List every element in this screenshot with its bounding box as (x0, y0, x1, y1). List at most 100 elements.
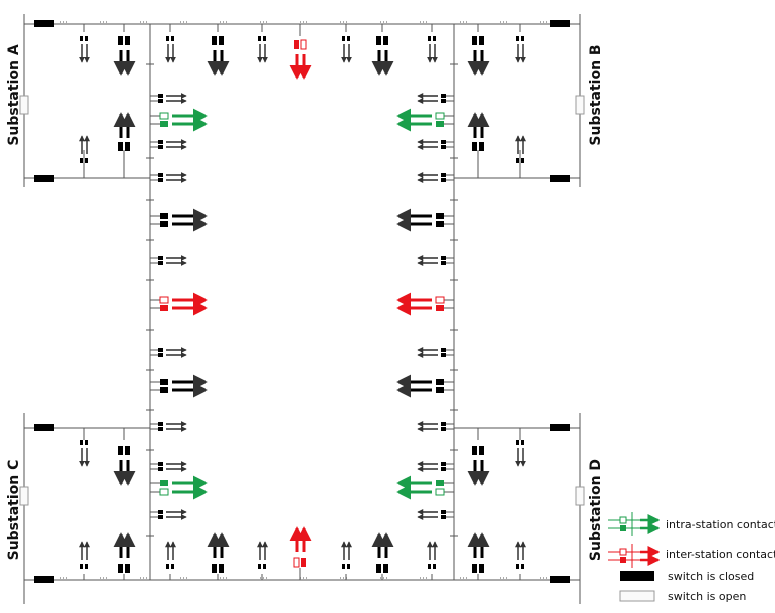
right-tap-24-switch (441, 510, 446, 514)
right-tap-15-switch (441, 353, 446, 357)
substation-a-label: Substation A (6, 44, 22, 145)
substation-breaker-5 (34, 576, 54, 583)
right-tap-21-switch (441, 467, 446, 471)
top-branch-4-switch (263, 36, 266, 41)
left-tap-23-switch (159, 488, 169, 496)
feeder-lines (23, 14, 581, 604)
top-branch-6-switch (376, 36, 381, 45)
legend-closed-label: switch is closed (668, 570, 754, 583)
stub-switch (80, 440, 83, 445)
stub-switch (479, 142, 484, 151)
legend-open-label: switch is open (668, 590, 746, 603)
left-tap-17-switch (160, 387, 168, 393)
substation-breaker-3 (550, 175, 570, 182)
bottom-branch-1-switch (125, 564, 130, 573)
right-tap-22-switch (436, 480, 444, 486)
right-tap-20-switch (441, 462, 446, 466)
left-tap-12-switch (159, 296, 169, 304)
right-tap-14-switch (441, 348, 446, 352)
left-tap-1-switch (158, 99, 163, 103)
stub-switch (472, 142, 477, 151)
right-tap-10-switch (441, 256, 446, 260)
bottom-branch-2-switch (171, 564, 174, 569)
bottom-branch-1-switch (118, 564, 123, 573)
stub-switch (516, 158, 519, 163)
left-tap-6-switch (158, 173, 163, 177)
left-tap-21-switch (158, 467, 163, 471)
bottom-branch-7-switch (428, 564, 431, 569)
left-tap-10-switch (158, 256, 163, 260)
bottom-branch-9-switch (521, 564, 524, 569)
stub-switch (521, 440, 524, 445)
top-branch-9-switch (521, 36, 524, 41)
left-tap-3-switch (160, 121, 168, 127)
top-branch-2-switch (166, 36, 169, 41)
substation-b-label: Substation B (588, 44, 604, 145)
right-tap-19-switch (441, 427, 446, 431)
bottom-branch-7-switch (433, 564, 436, 569)
left-tap-22-switch (160, 480, 168, 486)
top-branch-7-switch (428, 36, 431, 41)
substation-d-label: Substation D (588, 459, 604, 561)
left-tap-15-switch (158, 353, 163, 357)
stub-switch (125, 142, 130, 151)
legend-closed-switch (620, 571, 654, 581)
bus-tie-switch-c-open (19, 486, 29, 506)
bottom-branch-6-switch (383, 564, 388, 573)
legend-inter-symbol (608, 544, 660, 568)
right-tap-4-switch (441, 140, 446, 144)
top-branch-8-switch (479, 36, 484, 45)
bottom-branch-6-switch (376, 564, 381, 573)
left-tap-4-switch (158, 140, 163, 144)
top-branch-3-switch (219, 36, 224, 45)
switch-elements (19, 20, 585, 583)
top-branch-1-switch (125, 36, 130, 45)
left-tap-19-switch (158, 427, 163, 431)
bus-tie-switch-b-open (575, 95, 585, 115)
top-branch-6-switch (383, 36, 388, 45)
right-tap-8-switch (436, 213, 444, 219)
bottom-branch-9-switch (516, 564, 519, 569)
legend-intra-label: intra-station contact (666, 518, 775, 531)
bottom-inter-contact-switch (293, 557, 300, 568)
left-tap-25-switch (158, 515, 163, 519)
legend-open-switch (619, 590, 655, 602)
right-tap-7-switch (441, 178, 446, 182)
right-tap-3-switch (436, 121, 444, 127)
substation-breaker-4 (34, 424, 54, 431)
legend-intra-symbol (608, 512, 660, 536)
left-tap-2-switch (159, 112, 169, 120)
top-branch-2-switch (171, 36, 174, 41)
substation-breaker-7 (550, 576, 570, 583)
top-inter-contact-switch (300, 39, 307, 50)
top-branch-5-switch (347, 36, 350, 41)
top-branch-4-switch (258, 36, 261, 41)
substation-breaker-0 (34, 20, 54, 27)
top-branch-5-switch (342, 36, 345, 41)
top-branch-3-switch (212, 36, 217, 45)
top-branch-8-switch (472, 36, 477, 45)
left-tap-9-switch (160, 221, 168, 227)
stub-switch (125, 446, 130, 455)
top-branch-0-switch (80, 36, 83, 41)
right-tap-16-switch (436, 379, 444, 385)
bottom-branch-2-switch (166, 564, 169, 569)
bottom-branch-5-switch (342, 564, 345, 569)
bottom-branch-5-switch (347, 564, 350, 569)
stub-switch (479, 446, 484, 455)
bottom-branch-8-switch (472, 564, 477, 573)
top-branch-0-switch (85, 36, 88, 41)
substation-breaker-1 (34, 175, 54, 182)
substation-breaker-2 (550, 20, 570, 27)
stub-switch (85, 158, 88, 163)
left-tap-20-switch (158, 462, 163, 466)
bottom-branch-0-switch (85, 564, 88, 569)
right-tap-1-switch (441, 99, 446, 103)
legend: intra-station contact inter-station cont… (608, 512, 775, 603)
top-inter-contact-switch (294, 40, 299, 49)
top-branch-9-switch (516, 36, 519, 41)
right-tap-11-switch (441, 261, 446, 265)
stub-switch (516, 440, 519, 445)
